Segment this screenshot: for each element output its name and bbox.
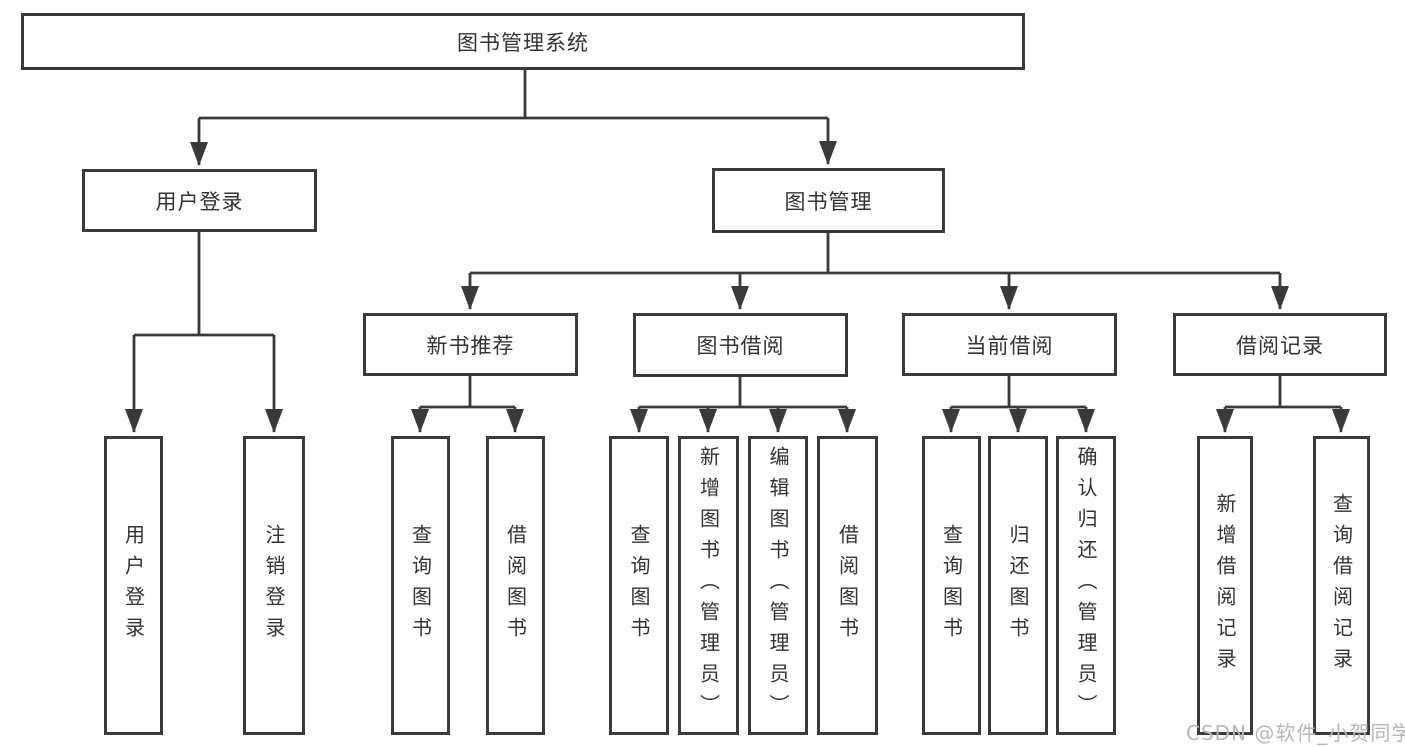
leaf-label: 用户登录 (121, 523, 146, 648)
node-label: 图书借阅 (696, 334, 785, 358)
csdn-watermark: CSDN @软件_小贺同学 (1186, 721, 1405, 745)
leaf-add-books-admin: 新增图书（管理员） (678, 436, 739, 735)
node-label: 图书管理系统 (457, 30, 589, 55)
leaf-logout: 注销登录 (243, 436, 305, 735)
leaf-query-books-current: 查询图书 (922, 436, 981, 735)
node-book-management: 图书管理 (712, 168, 945, 233)
leaf-label: 查询图书 (408, 523, 433, 648)
node-label: 借阅记录 (1236, 333, 1324, 358)
node-label: 图书管理 (784, 189, 873, 214)
leaf-label: 借阅图书 (835, 523, 860, 648)
leaf-label: 归还图书 (1006, 523, 1030, 648)
leaf-add-borrow-record: 新增借阅记录 (1197, 436, 1253, 735)
node-new-book-recommend: 新书推荐 (363, 313, 578, 376)
leaf-label: 注销登录 (262, 523, 286, 648)
node-current-borrowing: 当前借阅 (902, 313, 1117, 376)
leaf-edit-books-admin: 编辑图书（管理员） (748, 436, 808, 735)
leaf-query-books-borrowing: 查询图书 (609, 436, 669, 735)
leaf-borrow-books-recommend: 借阅图书 (486, 436, 545, 735)
node-label: 用户登录 (155, 189, 244, 214)
leaf-borrow-books: 借阅图书 (817, 436, 878, 735)
leaf-label: 确认归还（管理员） (1074, 446, 1098, 725)
leaf-label: 编辑图书（管理员） (766, 446, 790, 725)
node-label: 当前借阅 (965, 333, 1054, 358)
leaf-label: 借阅图书 (503, 523, 528, 648)
node-book-borrowing: 图书借阅 (633, 313, 848, 377)
node-label: 新书推荐 (426, 333, 515, 358)
leaf-label: 查询借阅记录 (1329, 492, 1354, 679)
node-library-management-system: 图书管理系统 (21, 13, 1025, 70)
leaf-label: 新增图书（管理员） (696, 446, 721, 725)
leaf-confirm-return-admin: 确认归还（管理员） (1056, 436, 1116, 735)
node-user-login: 用户登录 (82, 169, 317, 232)
leaf-query-books-recommend: 查询图书 (391, 436, 450, 735)
leaf-label: 查询图书 (627, 523, 651, 648)
leaf-query-borrow-record: 查询借阅记录 (1313, 436, 1370, 735)
leaf-label: 新增借阅记录 (1213, 492, 1237, 679)
leaf-label: 查询图书 (939, 523, 964, 648)
leaf-return-books: 归还图书 (988, 436, 1048, 735)
leaf-user-login: 用户登录 (104, 436, 163, 735)
node-borrowing-records: 借阅记录 (1173, 313, 1387, 376)
